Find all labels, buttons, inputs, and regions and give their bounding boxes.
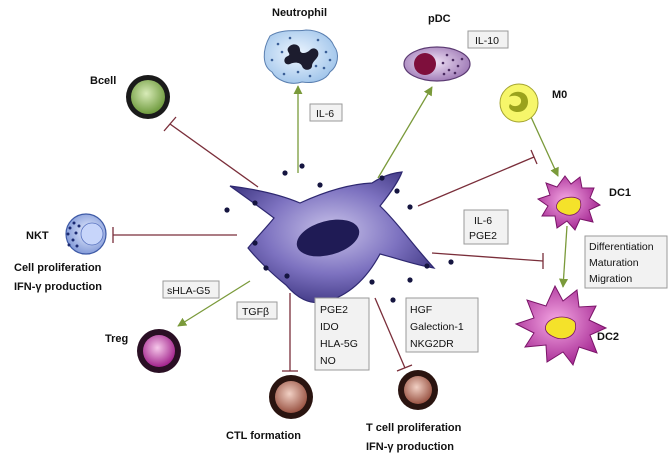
label-neutrophil: Neutrophil — [272, 7, 327, 19]
svg-text:TGFβ: TGFβ — [242, 306, 269, 318]
label-ctl-formation: CTL formation — [226, 430, 301, 442]
svg-text:sHLA-G5: sHLA-G5 — [167, 285, 210, 297]
bcell-cell — [126, 75, 170, 119]
arrow-to-pdc — [377, 86, 433, 179]
label-treg: Treg — [105, 333, 128, 345]
treg-cell — [137, 329, 181, 373]
svg-text:PGE2: PGE2 — [320, 304, 348, 316]
svg-text:PGE2: PGE2 — [469, 230, 497, 242]
dc1-nucleus — [556, 196, 582, 216]
neutrophil-cell — [263, 29, 338, 84]
label-nkt: NKT — [26, 230, 49, 242]
m0-nucleus — [509, 91, 528, 112]
nkt-cell — [65, 213, 107, 255]
treg-nucleus — [143, 335, 175, 367]
tcell-cell — [398, 370, 438, 410]
svg-text:IL-6: IL-6 — [474, 215, 492, 227]
pdc-body — [403, 46, 471, 82]
box-il10: IL-10 — [467, 30, 509, 49]
svg-text:IL-10: IL-10 — [475, 35, 499, 47]
neutrophil-nucleus — [284, 44, 319, 70]
box-tgfb: TGFβ — [236, 301, 278, 320]
box-tcell-factors: HGF Galection-1 NKG2DR — [405, 297, 479, 353]
svg-text:HGF: HGF — [410, 304, 432, 316]
box-il6-pge2: IL-6 PGE2 — [463, 209, 509, 245]
inhibit-tcell — [374, 297, 406, 369]
dc2-cell — [514, 284, 608, 367]
bcell-nucleus — [131, 80, 165, 114]
m0-cell — [499, 83, 539, 123]
svg-text:IDO: IDO — [320, 321, 339, 333]
box-shla-g5: sHLA-G5 — [162, 280, 220, 299]
label-bcell: Bcell — [90, 75, 116, 87]
svg-text:NKG2DR: NKG2DR — [410, 338, 454, 350]
label-tcell-proliferation: T cell proliferation — [366, 422, 462, 434]
svg-text:Migration: Migration — [589, 273, 632, 285]
svg-text:Galection-1: Galection-1 — [410, 321, 464, 333]
box-dc-process: Differentiation Maturation Migration — [584, 235, 668, 289]
msc-cell — [224, 163, 454, 304]
label-dc2: DC2 — [597, 331, 619, 343]
svg-text:IL-6: IL-6 — [316, 108, 334, 120]
inhibit-bcell — [169, 123, 259, 188]
svg-text:NO: NO — [320, 355, 336, 367]
ctl-cell — [269, 375, 313, 419]
dc1-cell — [536, 175, 602, 231]
secreted-dots — [224, 163, 454, 303]
ctl-nucleus — [275, 381, 307, 413]
inhibit-dc1-differentiation — [417, 156, 535, 207]
dc2-nucleus — [545, 316, 577, 340]
nkt-effect-1: Cell proliferation — [14, 262, 102, 274]
nkt-effect-2: IFN-γ production — [14, 281, 102, 293]
nkt-nucleus — [80, 222, 104, 246]
tcell-nucleus — [404, 376, 432, 404]
arrow-m0-to-dc1 — [530, 116, 559, 177]
label-tcell-ifn: IFN-γ production — [366, 441, 454, 453]
pdc-cell — [403, 46, 471, 82]
msc-nucleus — [296, 219, 360, 257]
connectors — [112, 85, 569, 372]
box-il6-neutrophil: IL-6 — [309, 103, 343, 122]
box-ctl-factors: PGE2 IDO HLA-5G NO — [314, 297, 370, 371]
arrow-dc1-to-dc2 — [558, 225, 569, 288]
label-pdc: pDC — [428, 13, 451, 25]
svg-text:Differentiation: Differentiation — [589, 241, 654, 253]
svg-text:HLA-5G: HLA-5G — [320, 338, 358, 350]
pdc-nucleus — [414, 53, 436, 75]
arrow-to-treg — [177, 280, 251, 327]
m0-body — [499, 83, 539, 123]
inhibit-dc2-maturation — [431, 252, 544, 262]
svg-text:Maturation: Maturation — [589, 257, 639, 269]
label-dc1: DC1 — [609, 187, 631, 199]
label-m0: M0 — [552, 89, 567, 101]
